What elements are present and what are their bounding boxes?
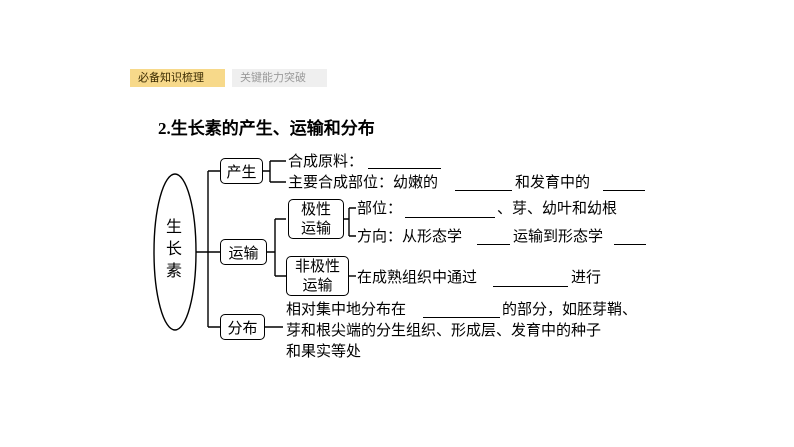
node-nonpolar-label-1: 非极性 [294,257,340,275]
production-line1: 合成原料： [288,152,364,170]
blank-developing-part [603,190,645,191]
root-char: 生 [165,217,182,236]
node-nonpolar-transport: 非极性 运输 [286,256,349,296]
node-transport-label: 运输 [228,243,259,262]
section-title-text: 生长素的产生、运输和分布 [170,119,375,139]
node-production: 产生 [220,158,263,184]
nonpolar-text-b: 进行 [571,268,602,286]
distribution-line2: 芽和根尖端的分生组织、形成层、发育中的种子 [286,321,602,339]
production-line2-b: 和发育中的 [515,173,591,191]
production-line2-a: 主要合成部位：幼嫩的 [288,173,439,191]
node-polar-transport: 极性 运输 [288,199,344,239]
polar-direction-a: 方向：从形态学 [357,227,463,245]
blank-nonpolar-tissue [493,286,568,287]
node-distribution: 分布 [220,314,265,340]
node-production-label: 产生 [226,162,257,181]
blank-polar-site [405,217,495,218]
polar-site-a: 部位： [357,199,403,217]
distribution-line1-b: 的部分，如胚芽鞘、 [502,300,638,318]
production-brace [263,160,286,183]
blank-direction-from [477,244,510,245]
distribution-line3: 和果实等处 [286,342,362,360]
blank-distribution-site [423,317,500,318]
node-polar-label-1: 极性 [300,200,331,218]
blank-raw-material [368,168,441,169]
section-title: 2.生长素的产生、运输和分布 [158,114,375,139]
polar-brace [344,207,356,237]
node-nonpolar-label-2: 运输 [302,276,333,294]
nonpolar-text-a: 在成熟组织中通过 [357,268,478,286]
node-polar-label-2: 运输 [300,219,331,237]
polar-site-b: 、芽、幼叶和幼根 [497,199,618,217]
node-transport: 运输 [220,239,267,265]
polar-direction-b: 运输到形态学 [513,227,604,245]
transport-brace [267,218,286,277]
distribution-line1-a: 相对集中地分布在 [286,300,407,318]
root-label: 生 长 素 [163,216,185,282]
blank-direction-to [614,244,646,245]
root-char: 长 [165,239,182,258]
tab-essential-knowledge[interactable]: 必备知识梳理 [130,69,225,87]
blank-young-part [455,190,512,191]
root-brace [196,170,220,328]
section-number: 2. [158,119,171,138]
node-distribution-label: 分布 [227,318,258,337]
tab-key-abilities[interactable]: 关键能力突破 [232,69,327,87]
root-char: 素 [165,261,182,280]
